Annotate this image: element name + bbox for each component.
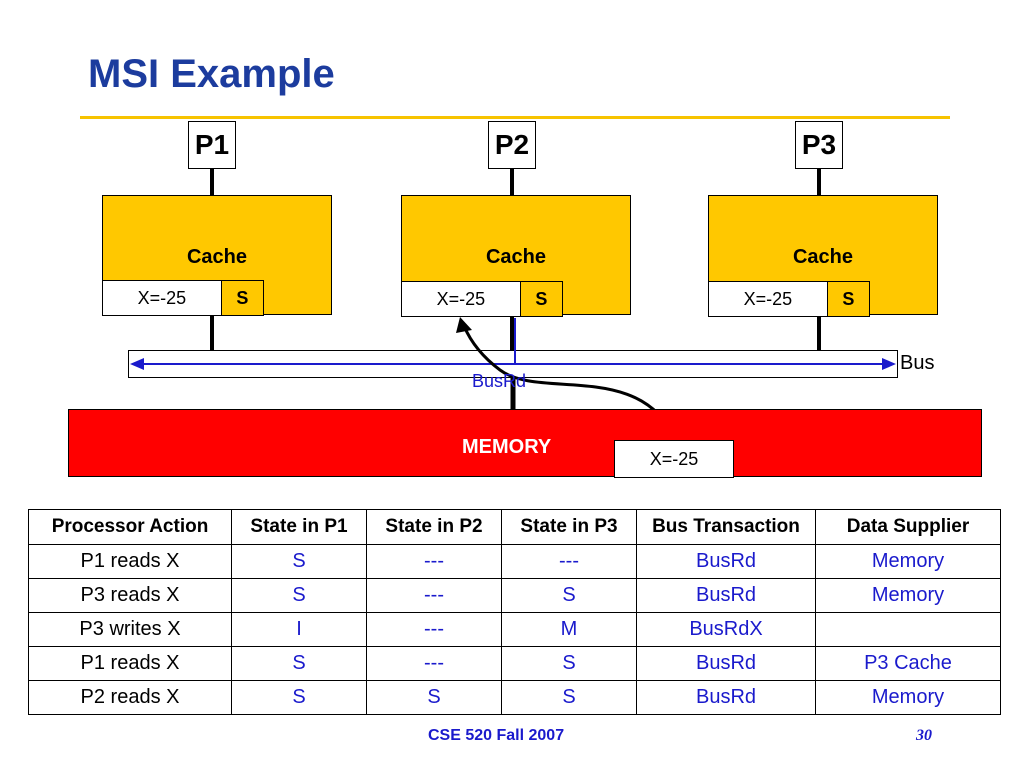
cell-action: P2 reads X bbox=[28, 680, 232, 715]
table-row: P1 reads X S --- S BusRd P3 Cache bbox=[28, 646, 1001, 681]
cell-state-p2: --- bbox=[366, 578, 502, 613]
p2-link-top bbox=[510, 169, 514, 195]
cell-state-p1: I bbox=[231, 612, 367, 647]
cell-state-p2: S bbox=[366, 680, 502, 715]
cell-action: P1 reads X bbox=[28, 544, 232, 579]
table-row: P2 reads X S S S BusRd Memory bbox=[28, 680, 1001, 715]
data-flow-arrow-head bbox=[456, 317, 472, 333]
cell-data-supplier: Memory bbox=[815, 578, 1001, 613]
cell-data-supplier: P3 Cache bbox=[815, 646, 1001, 681]
processor-p2: P2 bbox=[488, 121, 536, 169]
cell-action: P3 writes X bbox=[28, 612, 232, 647]
cell-bus-transaction: BusRdX bbox=[636, 612, 816, 647]
cell-state-p3: M bbox=[501, 612, 637, 647]
table-row: P3 reads X S --- S BusRd Memory bbox=[28, 578, 1001, 613]
p2-link-bus bbox=[510, 317, 514, 350]
processor-p1: P1 bbox=[188, 121, 236, 169]
cell-bus-transaction: BusRd bbox=[636, 544, 816, 579]
p3-link-top bbox=[817, 169, 821, 195]
memory-block bbox=[68, 409, 982, 477]
cell-state-p1: S bbox=[231, 646, 367, 681]
processor-p3: P3 bbox=[795, 121, 843, 169]
header-state-p3: State in P3 bbox=[501, 509, 637, 545]
table-row: P3 writes X I --- M BusRdX bbox=[28, 612, 1001, 647]
cache-line-p3-state: S bbox=[827, 282, 869, 316]
cache-p2-label: Cache bbox=[485, 246, 547, 268]
footer-course: CSE 520 Fall 2007 bbox=[428, 727, 565, 744]
cell-state-p1: S bbox=[231, 544, 367, 579]
p1-link-bus bbox=[210, 316, 214, 350]
cache-line-p1-state: S bbox=[221, 281, 263, 315]
cache-line-p2-value: X=-25 bbox=[402, 282, 521, 316]
cache-line-p1-value: X=-25 bbox=[103, 281, 222, 315]
cell-data-supplier: Memory bbox=[815, 544, 1001, 579]
cell-data-supplier bbox=[815, 612, 1001, 647]
page-number: 30 bbox=[916, 727, 932, 744]
table-row: P1 reads X S --- --- BusRd Memory bbox=[28, 544, 1001, 579]
cache-line-p1: X=-25 S bbox=[102, 280, 264, 316]
cell-data-supplier: Memory bbox=[815, 680, 1001, 715]
header-processor-action: Processor Action bbox=[28, 509, 232, 545]
cell-action: P1 reads X bbox=[28, 646, 232, 681]
header-data-supplier: Data Supplier bbox=[815, 509, 1001, 545]
cache-line-p2-state: S bbox=[520, 282, 562, 316]
cache-line-p3-value: X=-25 bbox=[709, 282, 828, 316]
cell-bus-transaction: BusRd bbox=[636, 646, 816, 681]
cell-state-p2: --- bbox=[366, 646, 502, 681]
slide-title: MSI Example bbox=[88, 52, 335, 96]
memory-value: X=-25 bbox=[614, 440, 734, 478]
cell-state-p3: S bbox=[501, 680, 637, 715]
bus-arrow-left-head bbox=[130, 358, 144, 370]
cache-p3-label: Cache bbox=[792, 246, 854, 268]
cache-line-p2: X=-25 S bbox=[401, 281, 563, 317]
cell-state-p3: S bbox=[501, 646, 637, 681]
p1-link-top bbox=[210, 169, 214, 195]
cache-line-p3: X=-25 S bbox=[708, 281, 870, 317]
cell-state-p2: --- bbox=[366, 612, 502, 647]
cell-action: P3 reads X bbox=[28, 578, 232, 613]
p3-link-bus bbox=[817, 317, 821, 350]
header-state-p2: State in P2 bbox=[366, 509, 502, 545]
cell-bus-transaction: BusRd bbox=[636, 680, 816, 715]
header-state-p1: State in P1 bbox=[231, 509, 367, 545]
memory-label: MEMORY bbox=[462, 436, 552, 458]
cell-state-p1: S bbox=[231, 578, 367, 613]
cache-p1-label: Cache bbox=[186, 246, 248, 268]
bus-arrow-right-head bbox=[882, 358, 896, 370]
bus-transaction-label: BusRd bbox=[472, 371, 527, 391]
bus-label: Bus bbox=[900, 352, 935, 374]
cell-state-p2: --- bbox=[366, 544, 502, 579]
header-bus-transaction: Bus Transaction bbox=[636, 509, 816, 545]
table-header-row: Processor Action State in P1 State in P2… bbox=[28, 509, 1001, 545]
data-flow-arrow bbox=[462, 325, 678, 441]
cell-state-p3: S bbox=[501, 578, 637, 613]
cell-bus-transaction: BusRd bbox=[636, 578, 816, 613]
cell-state-p1: S bbox=[231, 680, 367, 715]
title-underline bbox=[80, 116, 950, 119]
cell-state-p3: --- bbox=[501, 544, 637, 579]
msi-state-table: Processor Action State in P1 State in P2… bbox=[28, 509, 1001, 715]
